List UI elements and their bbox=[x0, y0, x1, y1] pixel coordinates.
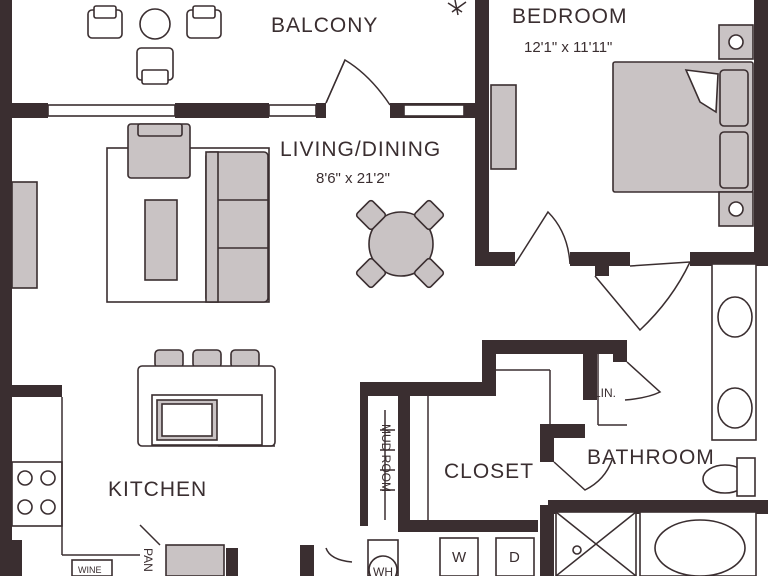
label-balcony: BALCONY bbox=[271, 14, 378, 37]
bathroom-fixtures bbox=[555, 263, 757, 576]
label-water-heater: WH bbox=[373, 565, 393, 576]
label-closet: CLOSET bbox=[444, 460, 534, 483]
closet-fixtures bbox=[367, 369, 551, 576]
label-kitchen: KITCHEN bbox=[108, 478, 207, 501]
label-mud-room: MUD ROOM bbox=[379, 424, 393, 492]
label-living-dimensions: 8'6" x 21'2" bbox=[316, 170, 390, 187]
label-bedroom: BEDROOM bbox=[512, 5, 628, 28]
label-washer: W bbox=[452, 549, 467, 566]
label-wine: WINE bbox=[78, 565, 102, 575]
label-living-dining: LIVING/DINING bbox=[280, 138, 441, 161]
label-linen: LIN. bbox=[594, 386, 616, 400]
bedroom-furniture bbox=[490, 24, 754, 227]
label-dryer: D bbox=[509, 549, 520, 566]
living-furniture bbox=[11, 123, 445, 303]
balcony-furniture bbox=[87, 0, 467, 85]
kitchen-furniture bbox=[11, 349, 276, 576]
doors bbox=[139, 58, 691, 563]
label-pantry: PAN bbox=[141, 548, 155, 572]
label-bathroom: BATHROOM bbox=[587, 446, 715, 469]
label-bedroom-dimensions: 12'1" x 11'11" bbox=[524, 39, 612, 56]
room-labels: BALCONY BEDROOM 12'1" x 11'11" LIVING/DI… bbox=[78, 5, 715, 576]
